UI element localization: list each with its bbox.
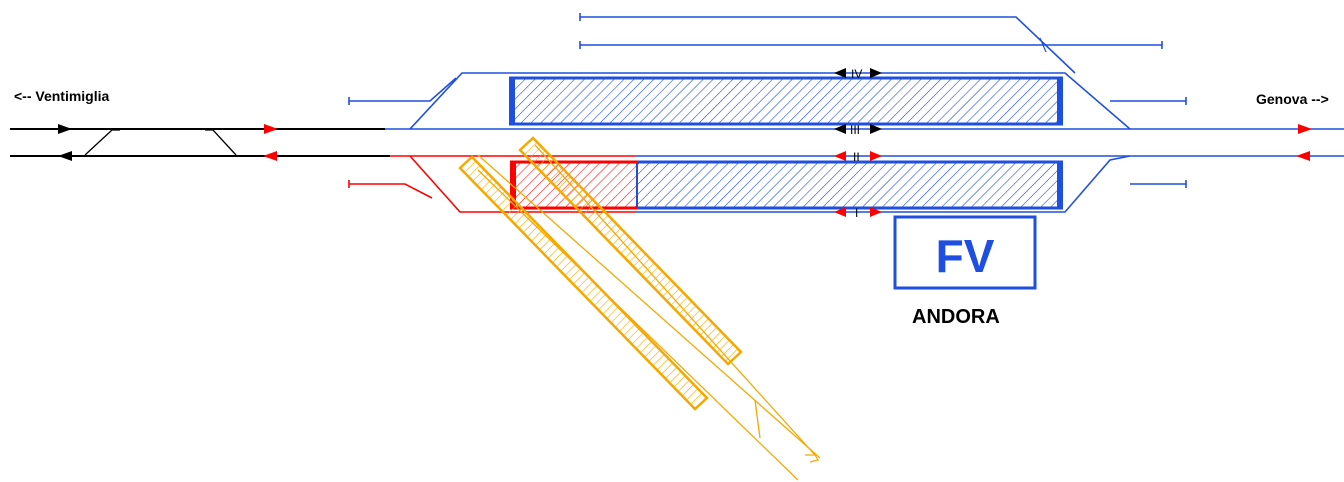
arrow-right-red-east-icon bbox=[1298, 124, 1312, 134]
new-platform-b bbox=[518, 136, 743, 366]
building-label: FV bbox=[936, 230, 995, 282]
arrow-left-red-east-icon bbox=[1296, 151, 1310, 161]
arrow-left-red-west-icon bbox=[263, 151, 277, 161]
platform-upper bbox=[509, 76, 1063, 126]
new-diagonal-line bbox=[458, 136, 821, 481]
arrow-right-red-west-icon bbox=[264, 124, 278, 134]
mainline-west bbox=[10, 128, 390, 157]
label-ventimiglia: <-- Ventimiglia bbox=[14, 88, 110, 104]
svg-text:III: III bbox=[850, 123, 860, 137]
station-building: FV bbox=[893, 215, 1037, 290]
track-label-iii: III bbox=[834, 123, 882, 137]
svg-text:IV: IV bbox=[851, 67, 862, 81]
arrow-right-black-icon bbox=[58, 124, 72, 134]
station-name: ANDORA bbox=[912, 306, 1000, 328]
svg-text:II: II bbox=[853, 150, 860, 164]
tracks-modified bbox=[348, 155, 635, 213]
track-label-iv: IV bbox=[834, 67, 882, 81]
track-label-ii: II bbox=[834, 150, 882, 164]
track-label-i: I bbox=[834, 206, 882, 220]
new-platform-a bbox=[458, 155, 709, 411]
label-genova: Genova --> bbox=[1256, 91, 1329, 107]
tracks-existing bbox=[348, 13, 1344, 213]
arrow-left-black-icon bbox=[58, 151, 72, 161]
platform-lower bbox=[510, 160, 1063, 210]
svg-text:I: I bbox=[855, 206, 858, 220]
